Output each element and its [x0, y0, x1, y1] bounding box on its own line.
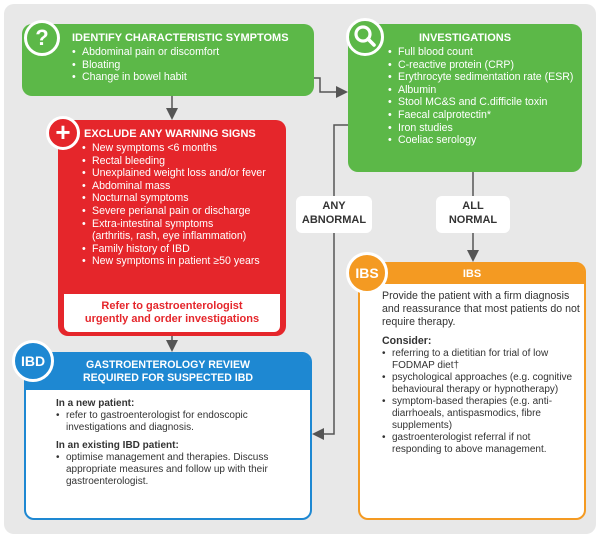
list-item: Erythrocyte sedimentation rate (ESR): [388, 71, 573, 84]
ibs-badge: IBS: [346, 252, 388, 294]
arrow-symptoms-to-investigations: [314, 77, 348, 98]
ibs-badge-text: IBS: [355, 265, 379, 281]
all-normal-line1: ALL: [462, 200, 484, 212]
list-item: Nocturnal symptoms: [82, 192, 266, 205]
investigations-box: INVESTIGATIONS Full blood count C-reacti…: [348, 24, 582, 172]
symptoms-list: Abdominal pain or discomfort Bloating Ch…: [72, 46, 219, 84]
ibd-body: In a new patient: refer to gastroenterol…: [56, 394, 306, 488]
list-item: Iron studies: [388, 122, 573, 135]
list-item: Severe perianal pain or discharge: [82, 205, 266, 218]
warning-footer: Refer to gastroenterologist urgently and…: [64, 294, 280, 332]
ibs-list: referring to a dietitian for trial of lo…: [382, 348, 582, 456]
ibs-consider-head: Consider:: [382, 335, 432, 347]
list-item: New symptoms in patient ≥50 years: [82, 255, 266, 268]
warning-footer-line1: Refer to gastroenterologist: [101, 300, 243, 312]
list-item: Rectal bleeding: [82, 155, 266, 168]
list-item: New symptoms <6 months: [82, 142, 266, 155]
list-item: psychological approaches (e.g. cognitive…: [382, 372, 582, 396]
all-normal-line2: NORMAL: [448, 214, 498, 226]
ibd-existing-head: In an existing IBD patient:: [56, 440, 179, 451]
plus-glyph: +: [55, 117, 71, 147]
ibd-existing-list: optimise management and therapies. Discu…: [56, 452, 306, 488]
warning-footer-line2: urgently and order investigations: [84, 313, 260, 325]
warning-list: New symptoms <6 months Rectal bleeding U…: [82, 142, 266, 268]
ibs-box: IBS Provide the patient with a firm diag…: [358, 262, 586, 520]
list-item-sub: (arthritis, rash, eye inflammation): [92, 230, 247, 243]
ibd-badge-text: IBD: [20, 353, 46, 369]
ibd-header-line2: REQUIRED FOR SUSPECTED IBD: [82, 372, 254, 384]
arrow-abnormal-to-ibd: [312, 124, 348, 440]
list-item: Full blood count: [388, 46, 573, 59]
any-abnormal-label: ANY ABNORMAL: [296, 196, 372, 233]
ibs-header: IBS: [360, 264, 584, 284]
list-item: C-reactive protein (CRP): [388, 59, 573, 72]
list-item: symptom-based therapies (e.g. anti-diarr…: [382, 396, 582, 432]
warning-signs-box: EXCLUDE ANY WARNING SIGNS New symptoms <…: [58, 120, 286, 336]
list-item: Abdominal mass: [82, 180, 266, 193]
ibd-header-line1: GASTROENTEROLOGY REVIEW: [85, 359, 251, 371]
list-item: Unexplained weight loss and/or fever: [82, 167, 266, 180]
symptoms-box: IDENTIFY CHARACTERISTIC SYMPTOMS Abdomin…: [22, 24, 314, 96]
list-item: gastroenterologist referral if not respo…: [382, 432, 582, 456]
list-item: Bloating: [72, 59, 219, 72]
list-item: Change in bowel habit: [72, 71, 219, 84]
ibd-new-list: refer to gastroenterologist for endoscop…: [56, 410, 306, 434]
any-abnormal-line2: ABNORMAL: [301, 214, 367, 226]
list-item: Albumin: [388, 84, 573, 97]
list-item: Abdominal pain or discomfort: [72, 46, 219, 59]
ibs-intro: Provide the patient with a firm diagnosi…: [382, 290, 580, 328]
ibd-header: GASTROENTEROLOGY REVIEW REQUIRED FOR SUS…: [26, 354, 310, 390]
list-item: Faecal calprotectin*: [388, 109, 573, 122]
list-item: Extra-intestinal symptoms: [82, 218, 266, 231]
list-item: refer to gastroenterologist for endoscop…: [56, 410, 306, 434]
ibd-badge: IBD: [12, 340, 54, 382]
warning-title: EXCLUDE ANY WARNING SIGNS: [84, 128, 256, 140]
ibd-new-head: In a new patient:: [56, 398, 135, 409]
list-item: Family history of IBD: [82, 243, 266, 256]
list-item: Coeliac serology: [388, 134, 573, 147]
ibs-body: Provide the patient with a firm diagnosi…: [382, 290, 582, 456]
list-item: referring to a dietitian for trial of lo…: [382, 348, 582, 372]
investigations-title: INVESTIGATIONS: [418, 32, 512, 44]
symptoms-title: IDENTIFY CHARACTERISTIC SYMPTOMS: [72, 32, 289, 44]
magnifier-glyph: [354, 25, 376, 47]
list-item: Stool MC&S and C.difficile toxin: [388, 96, 573, 109]
investigations-list: Full blood count C-reactive protein (CRP…: [388, 46, 573, 147]
question-icon: ?: [24, 20, 60, 56]
list-item: optimise management and therapies. Discu…: [56, 452, 306, 488]
search-icon: [346, 18, 384, 56]
question-mark: ?: [35, 25, 49, 50]
plus-icon: +: [46, 116, 80, 150]
ibd-box: GASTROENTEROLOGY REVIEW REQUIRED FOR SUS…: [24, 352, 312, 520]
any-abnormal-line1: ANY: [322, 200, 346, 212]
all-normal-label: ALL NORMAL: [436, 196, 510, 233]
